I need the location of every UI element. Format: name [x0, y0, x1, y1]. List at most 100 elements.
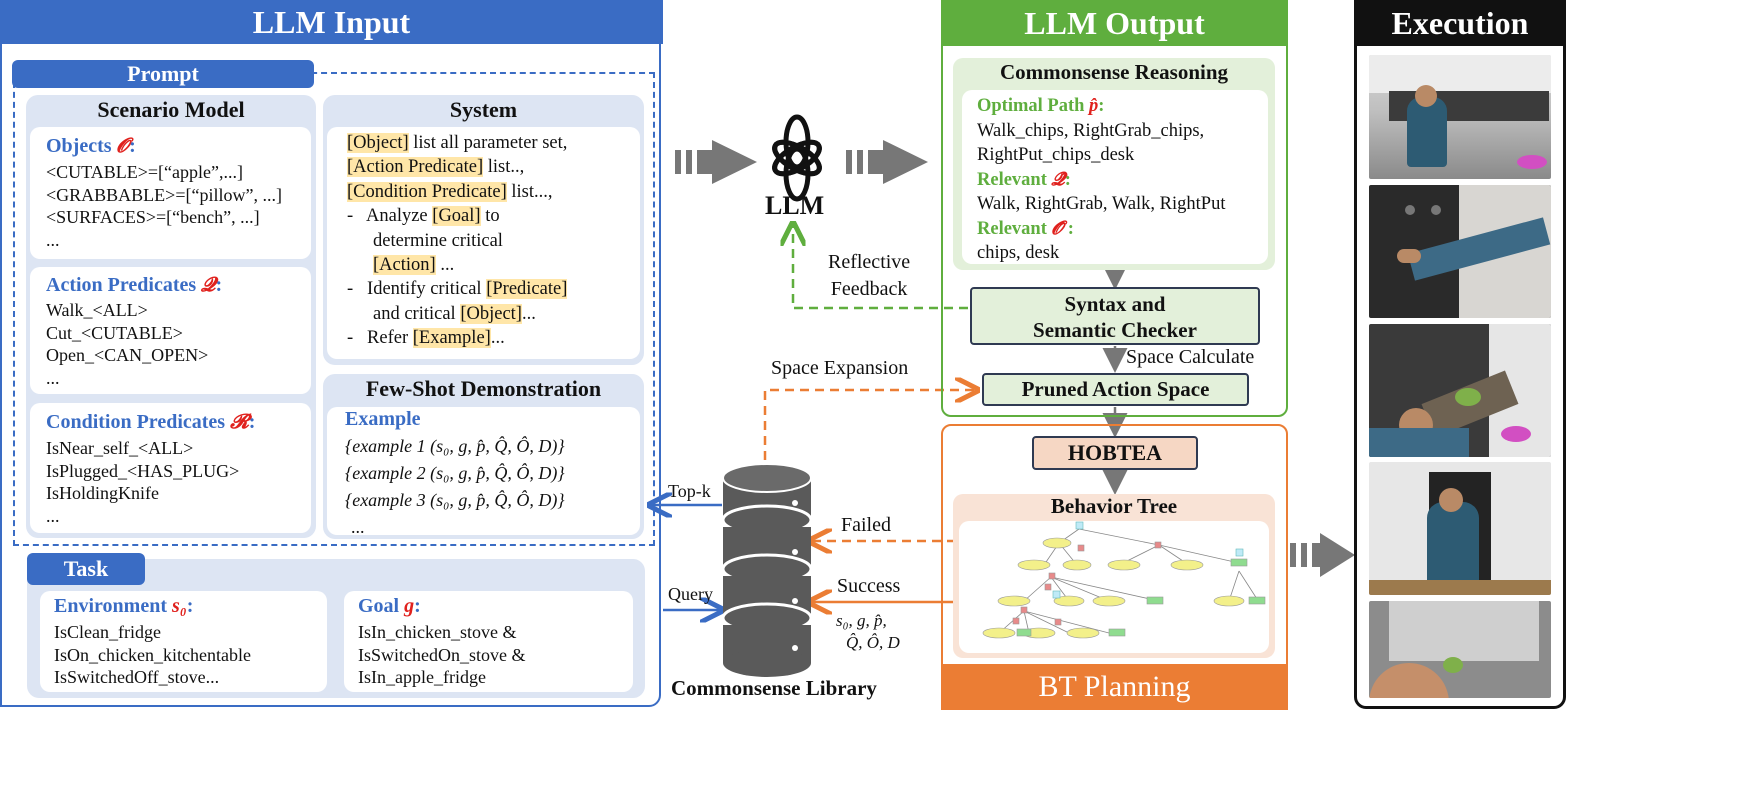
system-token: [Example] [412, 328, 491, 349]
behavior-tree-diagram [959, 521, 1269, 653]
prompt-region [13, 72, 655, 546]
behavior-tree-card: Behavior Tree [953, 494, 1275, 658]
optimal-path-line: Walk_chips, RightGrab_chips, [977, 120, 1205, 141]
prompt-tag: Prompt [12, 60, 314, 88]
llm-input-title: LLM Input [0, 0, 663, 44]
environment-line: IsSwitchedOff_stove... [54, 667, 220, 687]
goal-line: IsSwitchedOn_stove & [358, 644, 526, 665]
relevant-o-symbol: 𝓞̂ [1051, 218, 1064, 239]
goal-symbol: g [404, 595, 415, 617]
objects-line: <CUTABLE>=[“apple”,...] [46, 162, 243, 182]
system-text: ... [435, 255, 455, 276]
system-token: [Condition Predicate] [347, 181, 507, 202]
few-shot-box: Example {example 1 (s₀, g, p̂, Q̂, Ô, D)… [327, 407, 640, 537]
goal-label: Goal [358, 595, 400, 617]
objects-line: <SURFACES>=[“bench”, ...] [46, 207, 260, 227]
action-predicates-box: Action Predicates 𝓠: Walk_<ALL> Cut_<CUT… [30, 267, 311, 394]
scenario-model-title: Scenario Model [97, 97, 245, 122]
objects-box: Objects 𝓞: <CUTABLE>=[“apple”,...] <GRAB… [30, 127, 311, 259]
few-shot-title: Few-Shot Demonstration [365, 376, 602, 401]
execution-frame-3 [1369, 324, 1551, 457]
relevant-o-label: Relevant [977, 218, 1047, 239]
example-line: {example 3 (s₀, g, p̂, Q̂, Ô, D)} [345, 490, 565, 510]
reflective-feedback-arrow [793, 226, 968, 310]
condition-predicates-label: Condition Predicates [46, 411, 226, 433]
goal-line: IsIn_apple_fridge [358, 667, 486, 687]
goal-box: Goal g: IsIn_chicken_stove & IsSwitchedO… [344, 591, 633, 692]
condition-predicate-line: ... [46, 505, 60, 526]
system-token: [Goal] [432, 206, 481, 227]
scenario-model-card: Scenario Model Objects 𝓞: <CUTABLE>=[“ap… [26, 95, 316, 538]
relevant-q-label: Relevant [977, 169, 1047, 190]
flow-arrow-to-execution [1290, 533, 1355, 577]
objects-symbol: 𝓞 [116, 135, 130, 157]
action-predicate-line: ... [46, 367, 60, 388]
condition-predicate-line: IsHoldingKnife [46, 483, 159, 503]
system-title: System [449, 97, 518, 122]
execution-frame-5 [1369, 601, 1551, 698]
system-box: [Object] list all parameter set, [Action… [327, 127, 640, 359]
system-token: [Action] [373, 255, 436, 276]
objects-line: <GRABBABLE>=[“pillow”, ...] [46, 184, 282, 205]
framework-diagram: LLM Input Prompt Scenario Model Objects … [0, 0, 1568, 711]
space-calculate-label: Space Calculate [1126, 346, 1255, 368]
example-more: ... [351, 517, 365, 537]
system-text: ... [521, 303, 536, 324]
action-predicates-label: Action Predicates [46, 274, 197, 296]
reasoning-box: Optimal Path p̂: Walk_chips, RightGrab_c… [962, 90, 1268, 264]
syntax-semantic-checker: Syntax and Semantic Checker [970, 287, 1260, 345]
system-text: to [480, 206, 500, 227]
system-text: list..., [506, 181, 553, 202]
system-text: list all parameter set, [408, 133, 568, 153]
goal-line: IsIn_chicken_stove & [358, 622, 517, 642]
commonsense-library-label: Commonsense Library [671, 676, 877, 700]
system-card: System [Object] list all parameter set, … [323, 95, 644, 365]
system-token: [Object] [460, 303, 522, 324]
reflective-feedback-label: Reflective Feedback [828, 249, 910, 303]
environment-line: IsClean_fridge [54, 622, 161, 642]
space-expansion-label: Space Expansion [771, 357, 909, 379]
few-shot-card: Few-Shot Demonstration Example {example … [323, 374, 644, 539]
commonsense-reasoning-title: Commonsense Reasoning [999, 60, 1229, 84]
system-token: [Action Predicate] [347, 157, 484, 178]
objects-label: Objects [46, 135, 112, 157]
connectors [0, 114, 1355, 677]
hobtea-box: HOBTEA [1032, 436, 1198, 470]
optimal-path-label: Optimal Path [977, 96, 1085, 116]
system-text: - Identify critical [347, 279, 487, 300]
flow-arrow-input-llm [675, 140, 757, 184]
success-label: Success [837, 575, 901, 597]
space-expansion-arrow [763, 390, 975, 460]
openai-logo-icon [772, 114, 822, 202]
relevant-q-line: Walk, RightGrab, Walk, RightPut [977, 194, 1226, 214]
commonsense-library-icon [721, 463, 813, 677]
optimal-path-line: RightPut_chips_desk [977, 145, 1135, 165]
behavior-tree-title: Behavior Tree [1050, 494, 1178, 518]
condition-predicate-line: IsNear_self_<ALL> [46, 438, 194, 458]
environment-label: Environment [54, 595, 167, 617]
success-tuple-line: s₀, g, p̂, [836, 611, 887, 630]
reflective-feedback-line: Reflective [828, 251, 911, 273]
execution-frame-1 [1369, 55, 1551, 179]
action-predicate-line: Cut_<CUTABLE> [46, 322, 183, 343]
action-predicates-symbol: 𝓠 [201, 274, 216, 296]
behavior-tree-graphic [982, 521, 1266, 639]
system-text: - Analyze [347, 206, 433, 227]
relevant-o-line: chips, desk [977, 243, 1060, 263]
relevant-q-symbol: 𝓠̂ [1051, 169, 1065, 190]
checker-line: Semantic Checker [1033, 318, 1197, 342]
system-token: [Object] [347, 133, 409, 153]
task-tag: Task [27, 553, 145, 585]
success-tuple-line: Q̂, Ô, D [846, 633, 900, 652]
example-line: {example 2 (s₀, g, p̂, Q̂, Ô, D)} [345, 463, 565, 483]
environment-symbol: s₀ [171, 595, 187, 617]
environment-line: IsOn_chicken_kitchentable [54, 644, 251, 665]
condition-predicates-box: Condition Predicates 𝓡: IsNear_self_<ALL… [30, 403, 311, 533]
bt-planning-title: BT Planning [941, 664, 1288, 710]
system-text: and critical [373, 303, 461, 324]
failed-label: Failed [841, 514, 891, 536]
query-label: Query [668, 584, 713, 604]
optimal-path-symbol: p̂ [1089, 96, 1099, 116]
action-predicate-line: Open_<CAN_OPEN> [46, 345, 209, 365]
checker-line: Syntax and [1064, 292, 1166, 316]
